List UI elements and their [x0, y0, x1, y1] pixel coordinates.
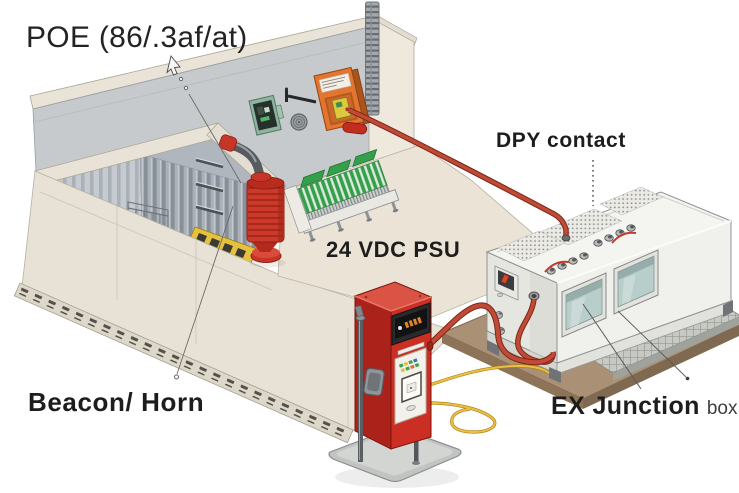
ex-leader-line-1: [582, 303, 642, 390]
pedestal-keypad-panel: [394, 347, 427, 425]
red-cable-wall-to-jbox: [347, 107, 571, 242]
jbox-windows: [561, 249, 659, 338]
leader-lines: [166, 55, 690, 390]
label-ex-junction-main: EX Junction: [551, 392, 700, 420]
pedestal-pipe: [354, 305, 366, 462]
beacon-horn-device: [218, 134, 286, 268]
yellow-cables: [420, 364, 550, 434]
orange-disconnect-box: [313, 66, 371, 135]
ex-pedestal-unit: [328, 281, 462, 488]
jbox-vent-grilles: [497, 186, 664, 262]
label-24vdc-psu: 24 VDC PSU: [326, 237, 461, 262]
switch-rod: [285, 87, 317, 104]
pedestal-handle: [363, 367, 385, 397]
beacon-leader-line: [176, 205, 234, 375]
pedestal-display: [391, 302, 431, 346]
wall-vent-speaker: [290, 113, 308, 131]
label-ex-junction-suffix: box: [706, 398, 738, 419]
label-beacon-horn: Beacon/ Horn: [28, 387, 205, 417]
cursor-icon: [166, 55, 181, 76]
label-dpy-contact: DPY contact: [496, 129, 626, 152]
green-control-panel: [248, 94, 285, 136]
label-poe: POE (86/.3af/at): [26, 21, 248, 54]
cable-tray-skirt: [13, 282, 354, 444]
ex-junction-box: [485, 186, 733, 383]
ex-leader-line-2: [617, 310, 687, 378]
pedestal-slot: [397, 341, 425, 356]
pedestal-leg-right: [414, 429, 419, 463]
poe-leader-line: [188, 93, 242, 184]
enclosure-outer-wall: [13, 170, 456, 444]
din-rail-psu: [283, 148, 400, 242]
back-wall: [29, 1, 418, 203]
pedestal-cable-gland: [426, 341, 434, 351]
cable-track-conduit: [365, 1, 380, 116]
cable-glands-top: [544, 224, 637, 275]
red-cable-pedestal-to-jbox: [427, 302, 555, 366]
wall-brackets: [195, 157, 224, 216]
jbox-switch-panel: [494, 265, 540, 335]
label-ex-junction-box: EX Junction box: [551, 392, 738, 421]
